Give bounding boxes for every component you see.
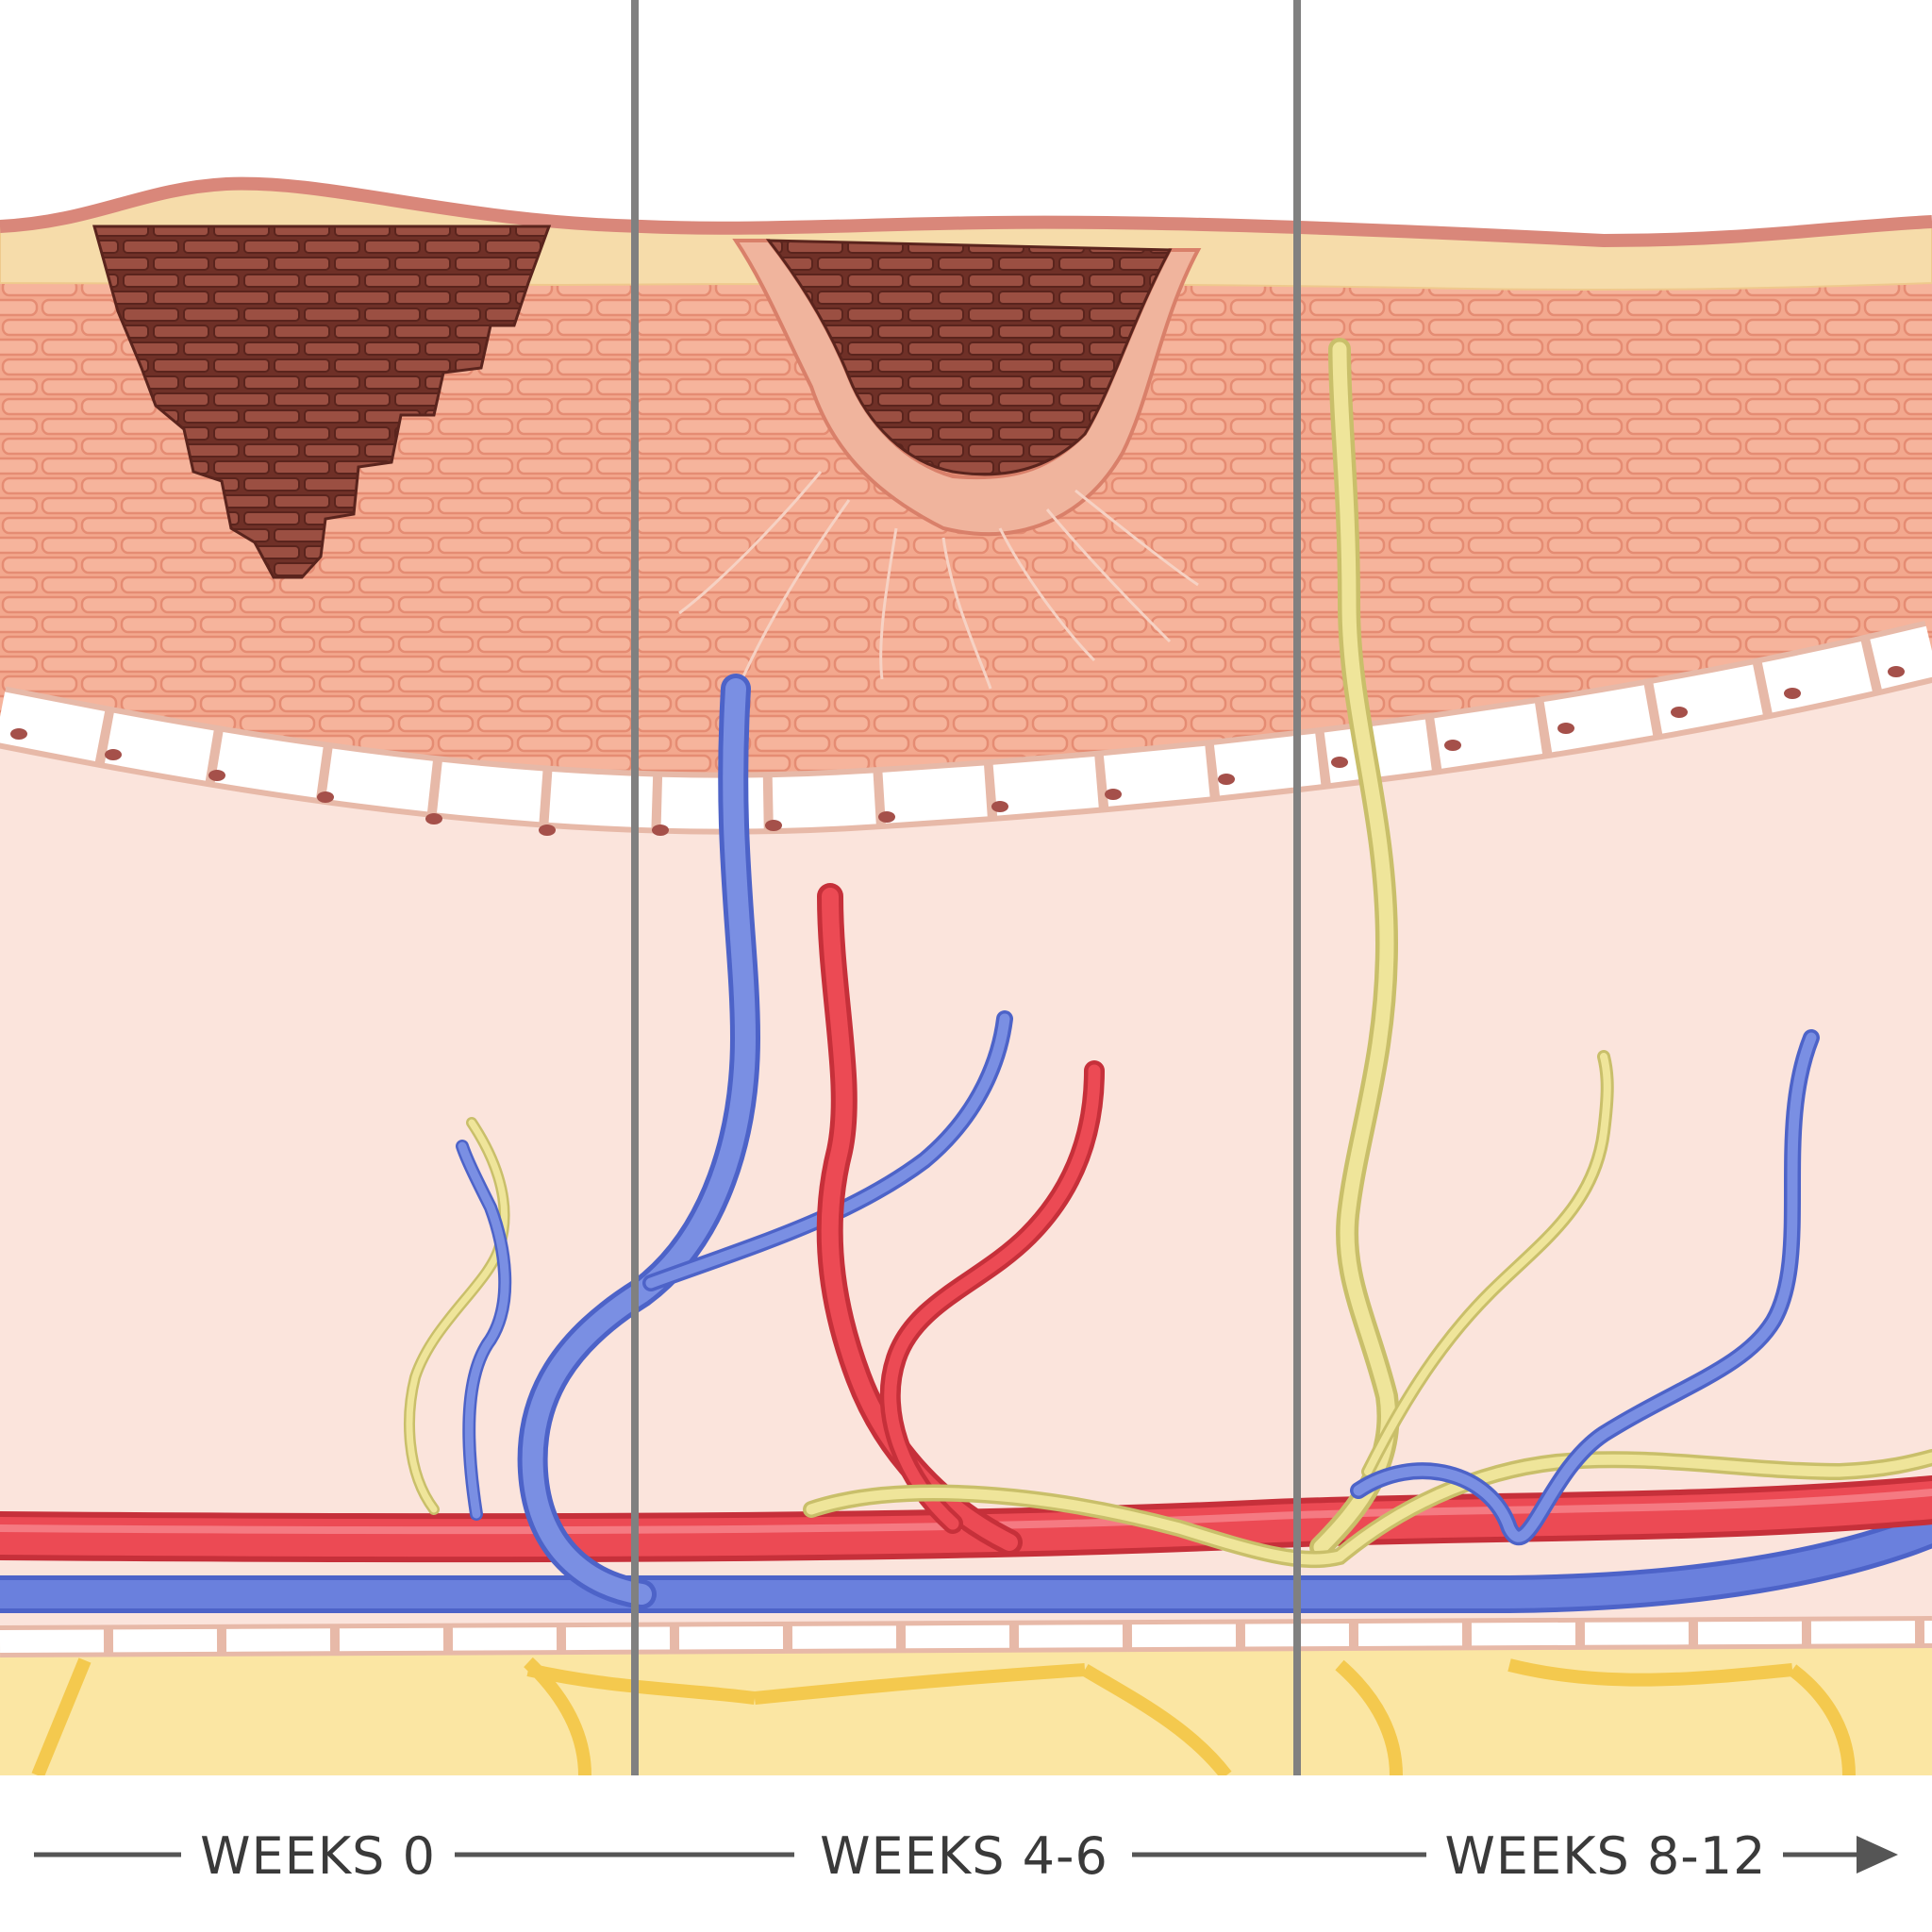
arrow-right-icon (1857, 1836, 1898, 1874)
basal-nuclei (10, 666, 1905, 836)
scab-week-0 (92, 225, 552, 579)
stage-label-week-0: WEEKS 0 (200, 1826, 436, 1886)
scab-week-4-6 (765, 239, 1173, 476)
fat-septa (31, 1657, 1856, 1775)
stage-label-week-4-6: WEEKS 4-6 (820, 1826, 1108, 1886)
timeline: WEEKS 0 WEEKS 4-6 WEEKS 8-12 (34, 1826, 1898, 1886)
vessels (0, 338, 1932, 1616)
stage-dividers (631, 0, 1301, 1775)
basal-cell-layer (0, 620, 1932, 836)
dermal-base-membrane (0, 1616, 1932, 1657)
stage-label-week-8-12: WEEKS 8-12 (1444, 1826, 1766, 1886)
subcutaneous-fat (0, 1641, 1932, 1775)
dermis (0, 651, 1932, 1641)
skin-surface (0, 176, 1932, 248)
